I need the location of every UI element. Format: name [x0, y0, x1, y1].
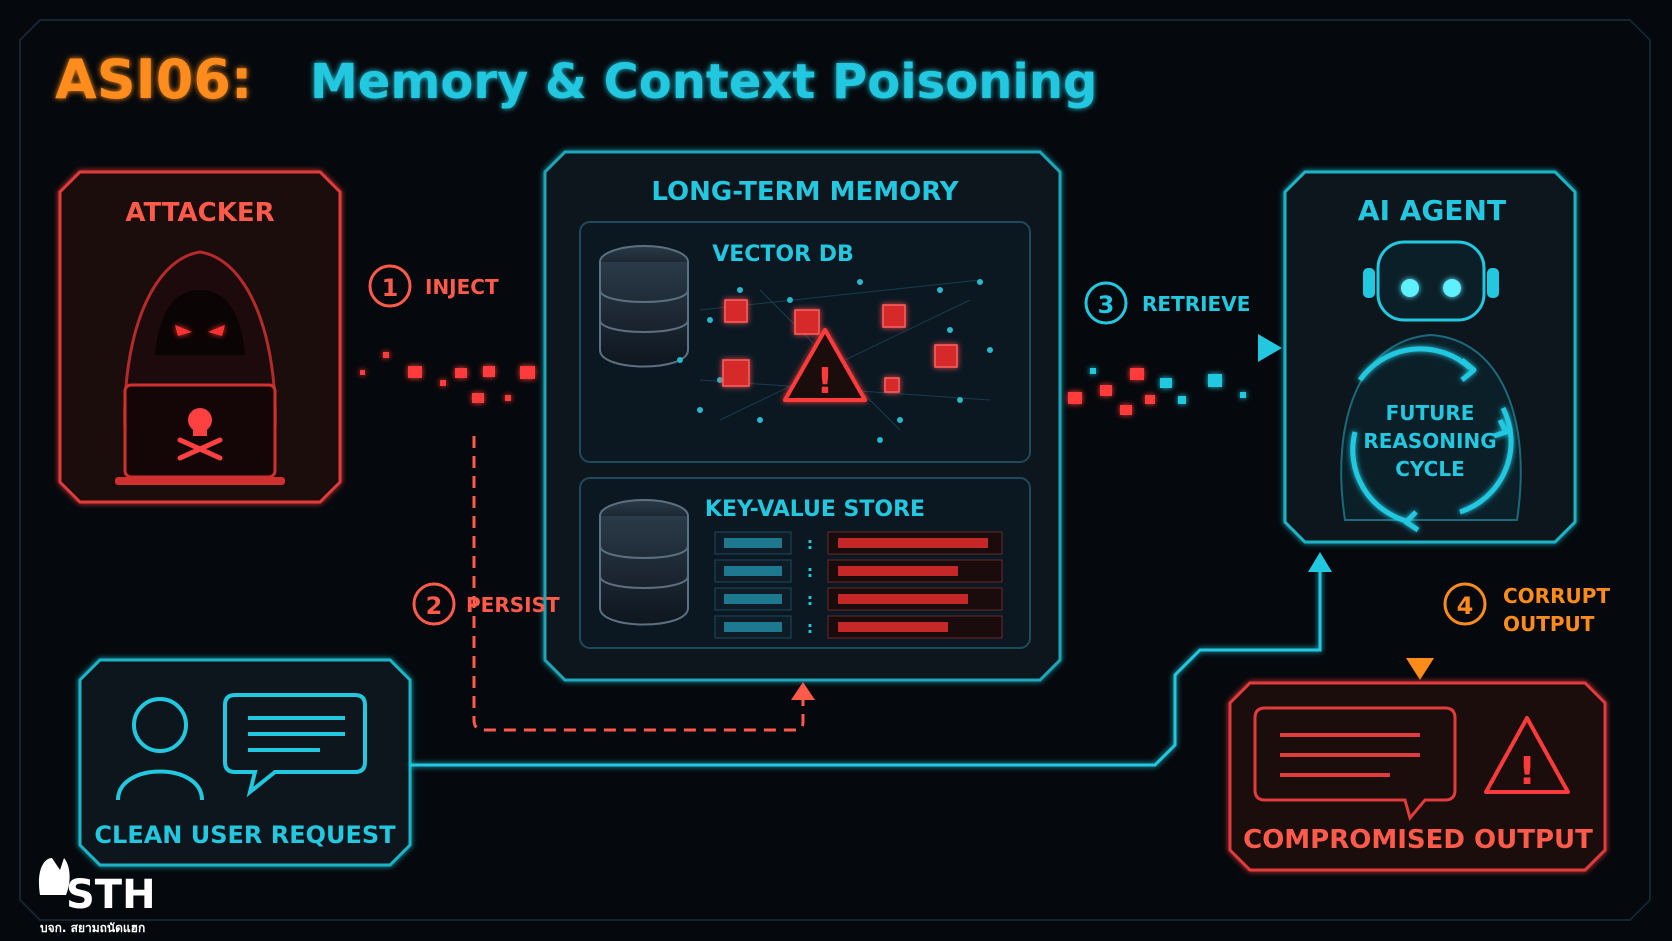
- step-3-number: 3: [1098, 291, 1115, 319]
- logo-subtitle: บจก. สยามถนัดแฮก: [40, 921, 145, 935]
- title-prefix: ASI06:: [55, 48, 253, 111]
- svg-text::: :: [807, 590, 813, 609]
- database-icon: [599, 245, 689, 368]
- vector-db-panel: VECTOR DB: [579, 221, 1031, 463]
- user-request-panel: CLEAN USER REQUEST: [78, 658, 412, 867]
- user-icon: [116, 697, 204, 801]
- kv-row: :: [714, 587, 1003, 611]
- background-frame: [19, 19, 1651, 921]
- reasoning-cycle-icon: [1350, 346, 1514, 533]
- agent-panel: AI AGENT FUTURE REASONING CYCLE: [1283, 170, 1577, 544]
- compromised-output-label: COMPROMISED OUTPUT: [1243, 825, 1593, 855]
- vector-db-label: VECTOR DB: [712, 242, 854, 267]
- cycle-line-3: CYCLE: [1395, 457, 1465, 481]
- robot-icon: [1340, 240, 1522, 521]
- step-4-number: 4: [1457, 592, 1474, 620]
- step-corrupt-output: 4 CORRUPT OUTPUT: [1406, 545, 1610, 680]
- step-inject: 1 INJECT: [340, 264, 575, 403]
- vector-cloud: !: [677, 279, 993, 443]
- svg-text::: :: [807, 618, 813, 637]
- svg-text:!: !: [817, 361, 833, 402]
- memory-panel: LONG-TERM MEMORY VECTOR DB: [543, 150, 1062, 682]
- step-retrieve: 3 RETRIEVE: [1060, 281, 1282, 415]
- logo-text: STH: [66, 872, 156, 918]
- page-title: Memory & Context Poisoning: [310, 54, 1097, 110]
- warning-icon: !: [1484, 716, 1570, 794]
- step-1-number: 1: [382, 274, 399, 302]
- kv-rows: : : : :: [714, 531, 1003, 639]
- attacker-panel: ATTACKER: [58, 170, 342, 504]
- step-1-label: INJECT: [425, 275, 499, 299]
- step-2-label: PERSIST: [466, 593, 560, 617]
- sth-logo: STH บจก. สยามถนัดแฮก: [38, 858, 156, 935]
- compromised-output-panel: ! COMPROMISED OUTPUT: [1228, 681, 1607, 872]
- hacker-icon: [115, 250, 285, 485]
- chat-bubble-icon: [223, 693, 367, 798]
- svg-text:!: !: [1518, 749, 1535, 793]
- message-bubble-icon: [1253, 706, 1457, 822]
- cycle-line-2: REASONING: [1363, 429, 1496, 453]
- step-4-label-line-2: OUTPUT: [1503, 612, 1595, 636]
- svg-text::: :: [807, 562, 813, 581]
- database-icon: [599, 499, 689, 626]
- step-2-number: 2: [426, 592, 443, 620]
- kv-row: :: [714, 531, 1003, 555]
- cycle-line-1: FUTURE: [1386, 401, 1475, 425]
- user-to-agent-connector: [410, 552, 1332, 767]
- kv-store-label: KEY-VALUE STORE: [705, 497, 925, 522]
- svg-text::: :: [807, 534, 813, 553]
- agent-label: AI AGENT: [1358, 194, 1506, 227]
- memory-label: LONG-TERM MEMORY: [651, 177, 959, 207]
- step-persist: 2 PERSIST: [412, 436, 815, 732]
- kv-row: :: [714, 559, 1003, 583]
- user-request-label: CLEAN USER REQUEST: [94, 821, 396, 849]
- kv-store-panel: KEY-VALUE STORE : : :: [579, 477, 1031, 649]
- attacker-label: ATTACKER: [125, 198, 274, 228]
- kv-row: :: [714, 615, 1003, 639]
- step-4-label-line-1: CORRUPT: [1503, 584, 1610, 608]
- step-3-label: RETRIEVE: [1142, 292, 1250, 316]
